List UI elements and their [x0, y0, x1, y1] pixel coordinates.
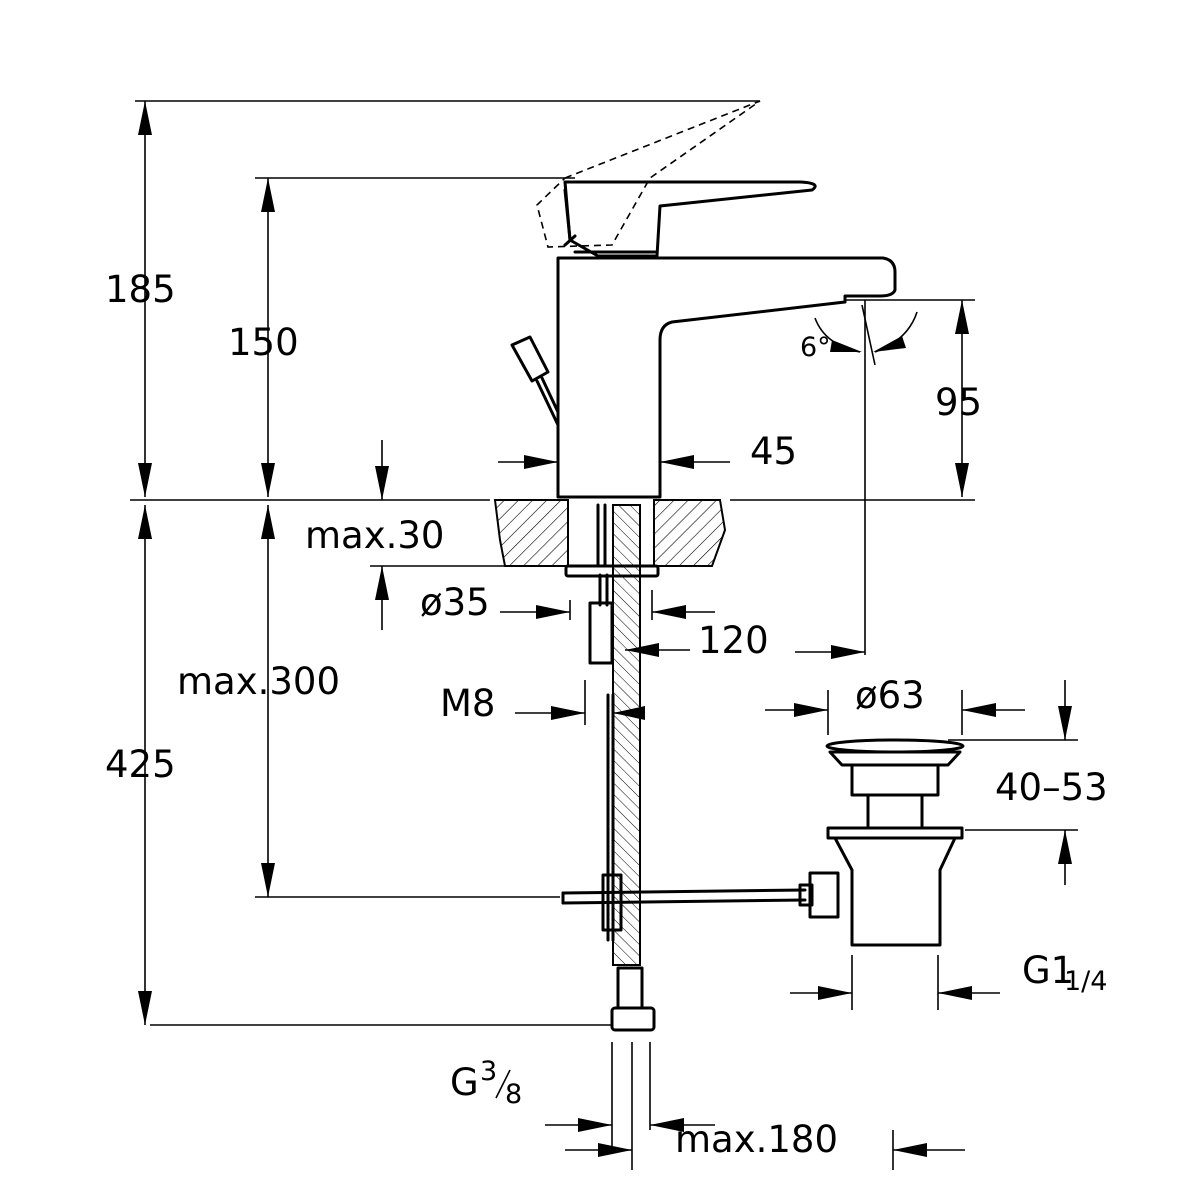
label-waste-thread-fraction: 1/4: [1064, 966, 1107, 997]
label-height-to-lever: 150: [228, 321, 299, 364]
label-supply-thread-num: 3: [480, 1056, 497, 1087]
dimension-arrows: [138, 101, 1072, 1157]
label-below-counter: 425: [105, 743, 176, 786]
extension-lines: [130, 100, 1078, 1170]
label-body-width: 45: [750, 430, 797, 473]
label-spout-angle: 6°: [800, 332, 831, 363]
label-total-height: 185: [105, 268, 176, 311]
waste-drain: [798, 738, 965, 947]
label-waste-range: 40–53: [995, 766, 1108, 809]
label-max-hose-length: max.300: [177, 660, 340, 703]
label-supply-thread-den: 8: [505, 1079, 522, 1110]
label-waste-diameter: ø63: [855, 674, 925, 717]
label-waste-thread: G1: [1022, 949, 1074, 992]
label-max-offset: max.180: [675, 1118, 838, 1161]
countertop-section: [493, 499, 727, 567]
label-spout-height: 95: [935, 381, 982, 424]
label-max-counter-thickness: max.30: [305, 514, 444, 557]
label-supply-thread: G: [450, 1061, 479, 1104]
dimension-labels: 185 150 95 45 6° max.30 ø35 120 max.300 …: [105, 268, 1108, 1161]
faucet-body: [510, 100, 897, 499]
label-rod-thread: M8: [440, 682, 495, 725]
label-hole-diameter: ø35: [420, 581, 490, 624]
under-counter-assembly: [561, 503, 807, 1032]
label-spout-reach: 120: [698, 619, 769, 662]
